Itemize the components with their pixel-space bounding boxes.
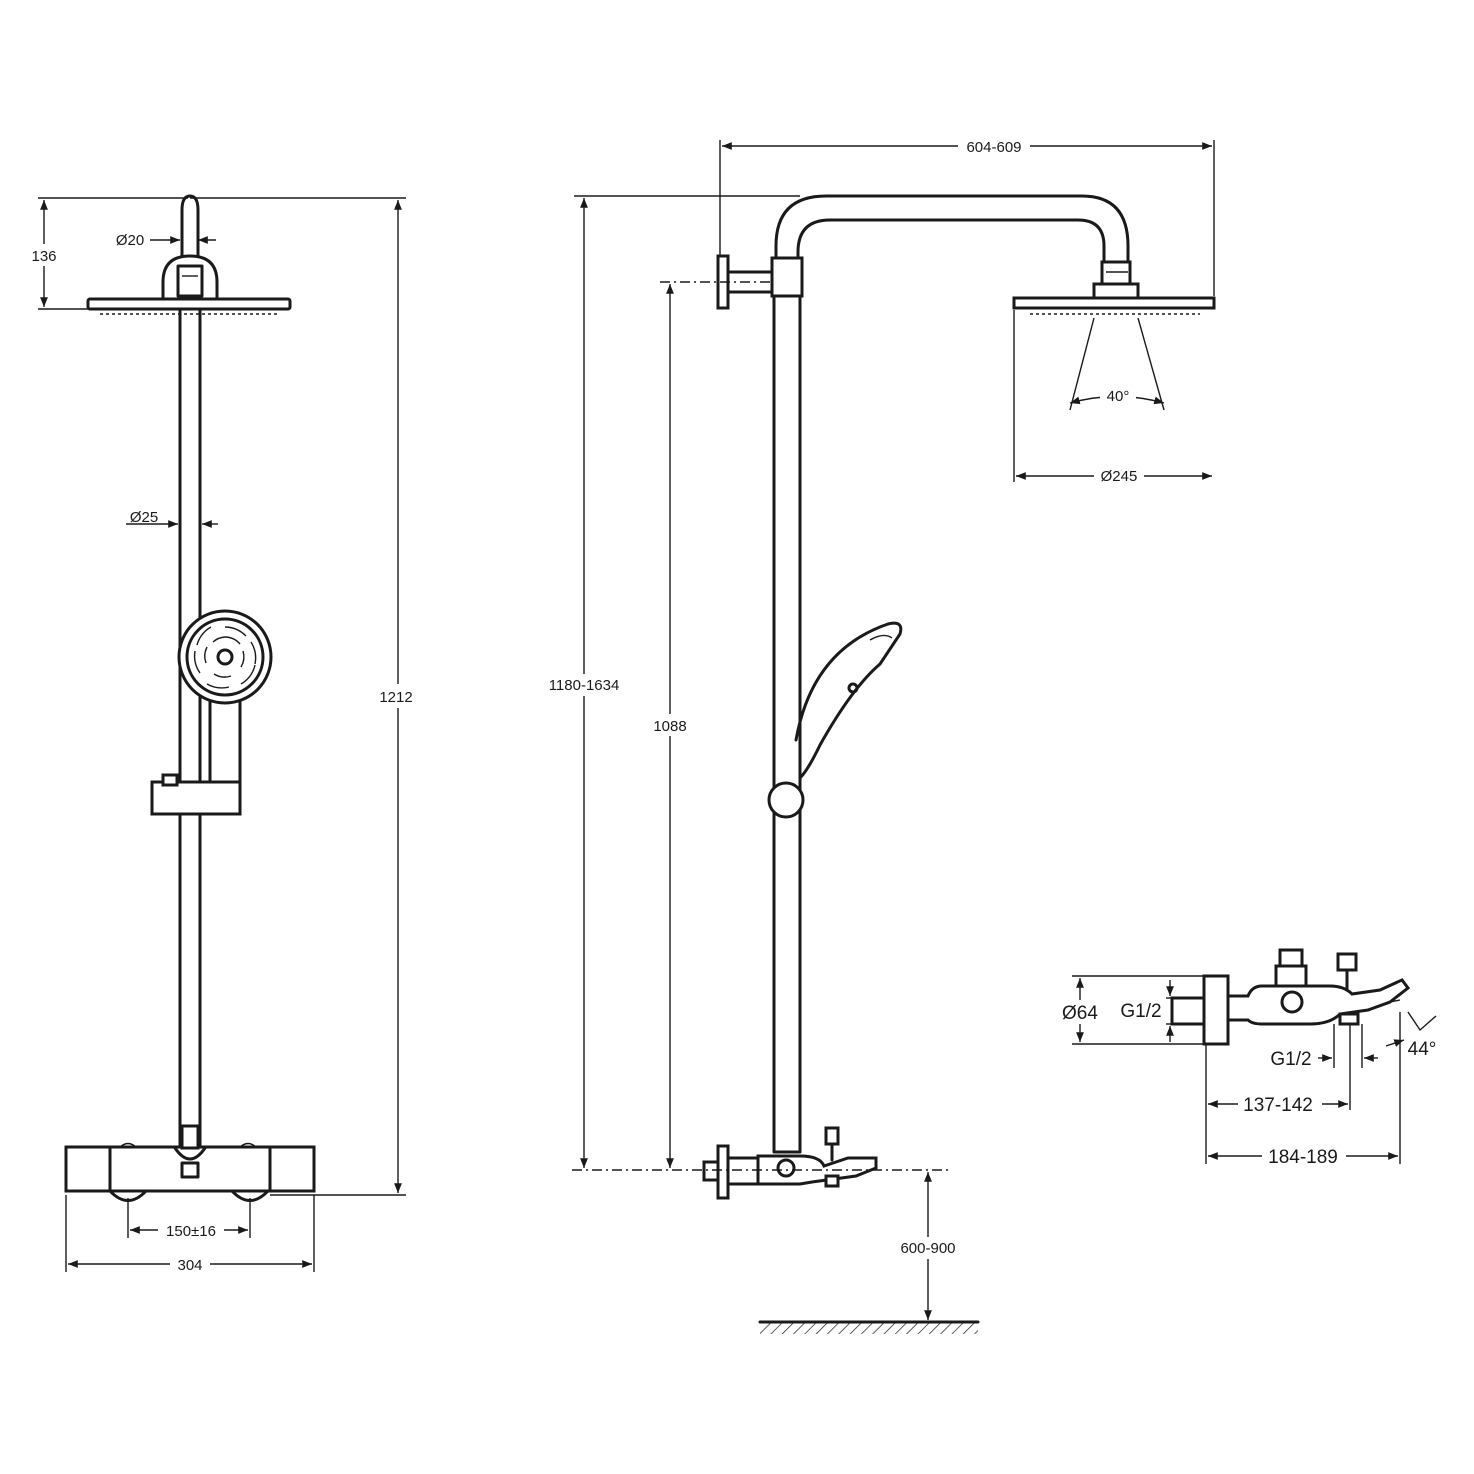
- front-shower-head: [86, 297, 292, 311]
- side-mixer: [702, 1126, 878, 1200]
- side-view: 604-609 1180-1634 1088 40° Ø245 600-900: [540, 136, 1216, 1334]
- dim-height-total: 1212: [379, 689, 412, 706]
- dim-height-head: 136: [31, 248, 56, 265]
- dim-arm-reach: 604-609: [966, 139, 1021, 156]
- dim-floor-height: 600-900: [900, 1240, 955, 1257]
- dim-spray-angle: 40°: [1107, 388, 1130, 405]
- dim-thread-outlet: G1/2: [1270, 1049, 1311, 1070]
- dim-dia-arm: Ø20: [116, 232, 144, 249]
- dim-spout-angle: 44°: [1408, 1039, 1437, 1060]
- dim-head-diameter: Ø245: [1101, 468, 1138, 485]
- detail-view: Ø64 G1/2 G1/2 44° 137-142 184-189: [1054, 948, 1437, 1168]
- front-hand-shower: [177, 609, 273, 792]
- dim-height-fixed: 1088: [653, 718, 686, 735]
- dim-inlet-spacing: 150±16: [166, 1223, 216, 1240]
- side-rain-head: [1012, 296, 1216, 310]
- dim-width-total: 304: [177, 1257, 202, 1274]
- front-head-connector: [161, 254, 219, 302]
- dim-body-diameter: Ø64: [1062, 1003, 1098, 1024]
- side-hand-shower: [794, 621, 903, 780]
- side-riser-pipe: [772, 294, 802, 1154]
- front-mixer-body: [64, 1124, 316, 1202]
- side-slider-knob: [767, 781, 805, 819]
- front-dimensions: [38, 197, 406, 1272]
- dim-depth-short: 137-142: [1243, 1095, 1313, 1116]
- dim-height-range: 1180-1634: [549, 677, 620, 694]
- front-view: 136 Ø20 Ø25 1212 150±16 304: [20, 194, 420, 1275]
- dim-thread-inlet: G1/2: [1120, 1001, 1161, 1022]
- front-riser-pipe: [178, 306, 202, 1150]
- front-arm: [180, 194, 200, 264]
- detail-body: [1226, 978, 1411, 1026]
- detail-flange: [1202, 974, 1230, 1046]
- floor-hatch: [760, 1322, 978, 1334]
- side-arm: [774, 194, 1130, 264]
- front-slider-bracket: [150, 780, 242, 816]
- dim-dia-bar: Ø25: [130, 509, 158, 526]
- dim-depth-long: 184-189: [1268, 1147, 1338, 1168]
- detail-inlet-pipe: [1170, 996, 1206, 1026]
